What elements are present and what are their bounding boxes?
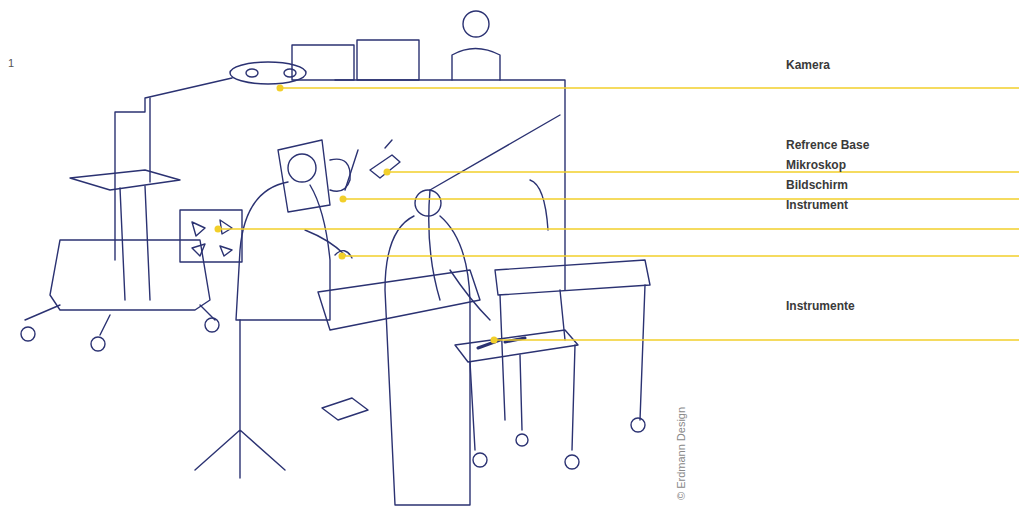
wheel bbox=[21, 327, 35, 341]
monitor bbox=[180, 210, 242, 262]
wheel bbox=[565, 455, 579, 469]
camera-pole bbox=[115, 78, 232, 260]
leader-dot bbox=[491, 337, 498, 344]
top-box bbox=[292, 45, 354, 80]
background-person bbox=[452, 49, 500, 81]
camera-lens bbox=[246, 69, 258, 77]
leader-line bbox=[343, 198, 1019, 200]
leader-line bbox=[342, 255, 1019, 257]
wheel bbox=[473, 453, 487, 467]
camera-lens bbox=[284, 69, 296, 77]
drape bbox=[429, 190, 440, 300]
trolley-legs bbox=[470, 345, 575, 450]
partition-edge bbox=[430, 115, 560, 190]
camera-pole bbox=[149, 98, 150, 182]
part-label: Mikroskop bbox=[786, 158, 846, 172]
assistant-arm bbox=[450, 270, 490, 320]
cart-body bbox=[50, 240, 210, 310]
part-label: Bildschirm bbox=[786, 178, 848, 192]
wheel bbox=[631, 418, 645, 432]
surgeon-head bbox=[288, 154, 316, 182]
microscope bbox=[278, 140, 330, 212]
leader-dot bbox=[340, 196, 347, 203]
leader-dot bbox=[215, 226, 222, 233]
leader-dot bbox=[277, 85, 284, 92]
assistant-head bbox=[415, 190, 441, 216]
side-table bbox=[495, 260, 650, 295]
foot-pedal bbox=[322, 398, 368, 420]
surgeon-body bbox=[236, 182, 330, 320]
part-label: Kamera bbox=[786, 58, 830, 72]
cart-tray bbox=[70, 170, 180, 190]
stool bbox=[195, 320, 285, 478]
instrument-tray bbox=[455, 330, 578, 362]
wheel bbox=[205, 318, 219, 332]
background-person-head bbox=[463, 11, 489, 37]
drape bbox=[530, 180, 548, 230]
leader-line bbox=[218, 228, 1019, 230]
leader-line bbox=[280, 87, 1019, 89]
part-label: Refrence Base bbox=[786, 138, 869, 152]
cart-legs bbox=[25, 305, 215, 335]
cart-column bbox=[120, 186, 150, 300]
figure-number: 1 bbox=[8, 56, 14, 70]
monitor-content bbox=[192, 220, 232, 256]
leader-dot bbox=[384, 169, 391, 176]
microscope-arm bbox=[345, 150, 358, 190]
part-label: Instrumente bbox=[786, 299, 855, 313]
wheel bbox=[91, 337, 105, 351]
microscope-handle bbox=[330, 159, 350, 191]
top-box bbox=[357, 40, 419, 80]
leader-line bbox=[387, 171, 1019, 173]
partition bbox=[335, 80, 565, 290]
camera-bar bbox=[230, 62, 306, 84]
leader-dot bbox=[339, 253, 346, 260]
wheel bbox=[516, 434, 528, 446]
assistant-body bbox=[385, 216, 470, 505]
leader-line bbox=[494, 339, 1019, 341]
part-label: Instrument bbox=[786, 198, 848, 212]
copyright-note: © Erdmann Design bbox=[674, 407, 688, 500]
